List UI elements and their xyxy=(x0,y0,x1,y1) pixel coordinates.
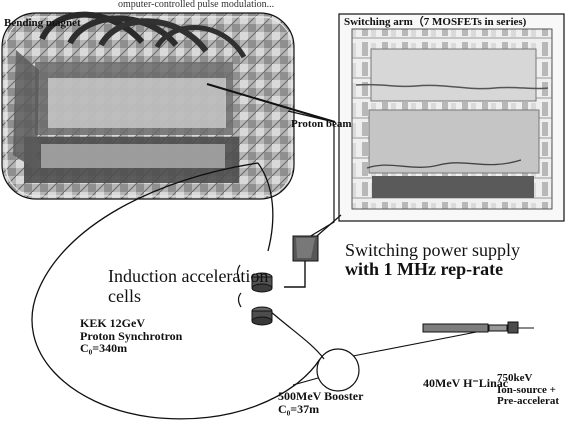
power-supply-box xyxy=(284,236,318,287)
proton-beam-label: Proton beam xyxy=(291,119,352,131)
connection-lines xyxy=(302,124,341,246)
kek-synchrotron-label: KEK 12GeV Proton Synchrotron C₀=340m xyxy=(80,317,200,355)
top-fragment-text: omputer-controlled pulse modulation... xyxy=(118,0,388,11)
ion-source-label: 750keV Ion-source + Pre-accelerat xyxy=(497,373,571,408)
booster-label: 500MeV Booster C₀=37m xyxy=(278,390,398,415)
induction-cells-label: Induction acceleration cells xyxy=(108,267,278,307)
bending-magnet-label: Bending magnet xyxy=(4,18,81,30)
bending-magnet-photo xyxy=(2,13,335,199)
switching-power-supply-subtitle: with 1 MHz rep-rate xyxy=(345,260,565,280)
switching-arm-photo xyxy=(339,14,564,221)
linac-beamline xyxy=(423,322,534,333)
switching-power-supply-title: Switching power supply xyxy=(345,241,565,261)
switching-arm-label: Switching arm（7 MOSFETs in series) xyxy=(344,17,526,29)
